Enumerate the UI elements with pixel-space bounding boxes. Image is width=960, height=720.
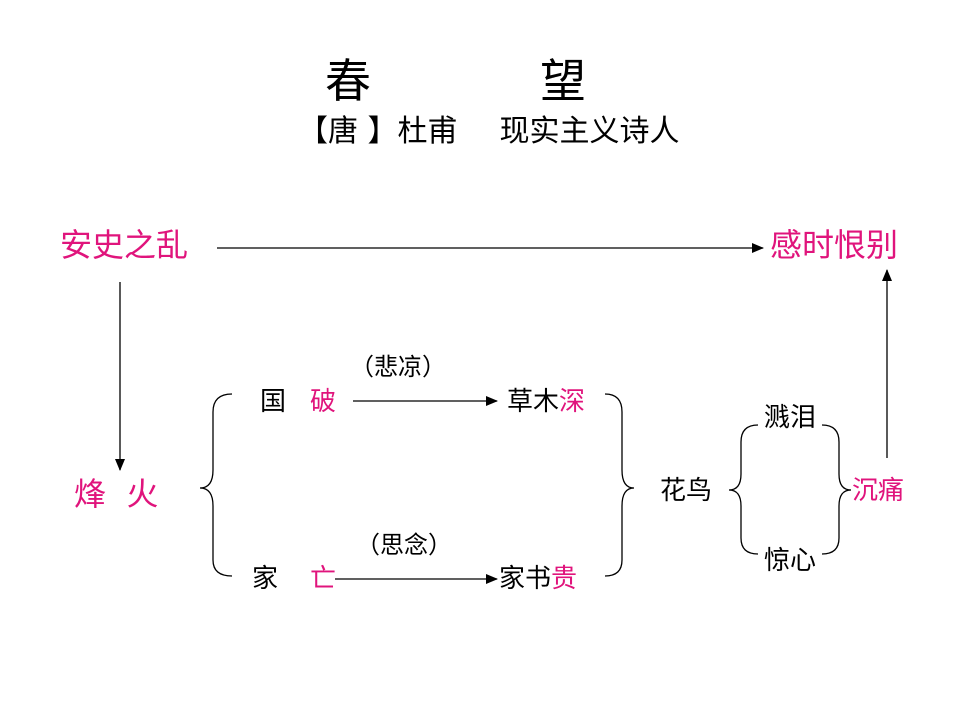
node-flowers-birds: 花鸟 [660,476,713,506]
deep-label: 深 [559,387,586,417]
title-char-gaze: 望 [540,54,586,108]
node-cause: 安史之乱 [60,226,189,264]
node-letter-precious: 家书贵 [499,566,577,592]
node-startle: 惊心 [764,546,817,576]
dynasty-label: 【唐 】 [298,114,398,149]
precious-label: 贵 [551,564,578,594]
node-lost: 亡 [310,564,337,594]
subtitle: 【唐 】杜甫 现实主义诗人 [298,117,680,147]
node-country: 国 [260,387,287,417]
node-pain: 沉痛 [852,476,905,506]
author-description: 现实主义诗人 [499,114,680,149]
brace-icon [199,393,233,577]
node-tears: 溅泪 [764,403,817,433]
grass-label: 草木 [507,387,560,417]
letter-label: 家书 [499,564,552,594]
node-grass-deep: 草木深 [507,389,585,415]
brace-icon [604,393,635,577]
emotion-miss: （思念） [356,531,452,559]
title-char-spring: 春 [325,54,371,108]
node-home: 家 [252,564,279,594]
node-result: 感时恨别 [770,226,899,264]
brace-icon [821,424,852,555]
node-war: 烽 火 [74,475,159,513]
brace-icon [728,424,759,555]
author-name: 杜甫 [397,114,458,149]
node-broken: 破 [310,387,337,417]
emotion-sad: （悲凉） [350,353,446,381]
